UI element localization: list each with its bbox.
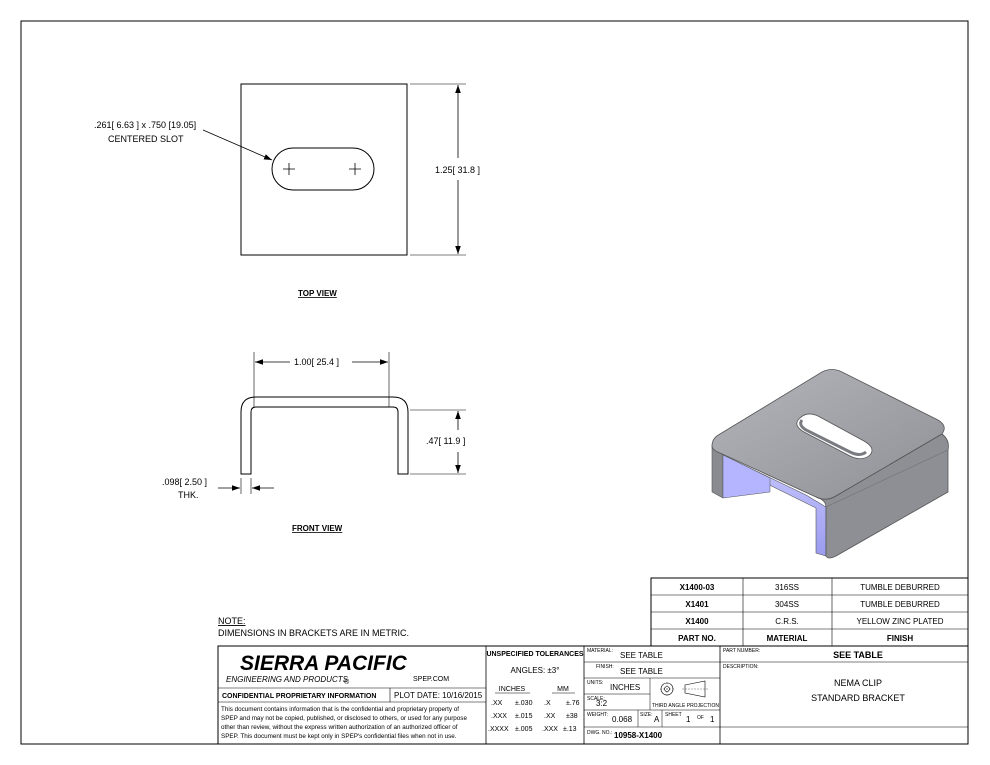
dwg-value: 10958-X1400 [614, 731, 663, 740]
note-text: DIMENSIONS IN BRACKETS ARE IN METRIC. [218, 628, 409, 638]
centered-slot [271, 147, 375, 191]
confidential-line: SPEP. This document must be kept only in… [221, 733, 457, 740]
iso-slot [796, 413, 873, 460]
tol-in-key: .XX [491, 700, 503, 707]
slot-center-mark-left [283, 163, 295, 175]
material-header: MATERIAL [767, 634, 808, 643]
part-number-label: PART NUMBER: [723, 648, 760, 654]
finish-label: FINISH: [596, 664, 614, 670]
part-table: X1400-03 316SS TUMBLE DEBURRED X1401 304… [650, 577, 969, 647]
confidential-line: This document contains information that … [221, 706, 459, 713]
description-line-1: NEMA CLIP [834, 678, 882, 688]
finish-header: FINISH [887, 634, 913, 643]
size-value: A [654, 715, 660, 724]
slot-centered-label: CENTERED SLOT [108, 134, 184, 144]
scale-value: 3:2 [596, 699, 608, 708]
registered-mark: ® [344, 678, 350, 686]
note-heading: NOTE: [218, 616, 246, 626]
material-cell: C.R.S. [775, 617, 799, 626]
material-value: SEE TABLE [620, 651, 663, 660]
slot-center-mark-right [349, 163, 361, 175]
top-view: .261[ 6.63 ] x .750 [19.05] CENTERED SLO… [94, 83, 480, 298]
material-label: MATERIAL: [587, 648, 613, 654]
tolerances-angles: ANGLES: ±3° [511, 666, 560, 675]
slot-leader [202, 129, 273, 161]
confidential-line: other than review, without the express w… [221, 724, 458, 731]
tol-mm-key: .X [544, 700, 551, 707]
isometric-view [711, 369, 949, 559]
of-label: OF [697, 715, 704, 721]
part-header: PART NO. [678, 634, 716, 643]
part-cell: X1400 [685, 617, 709, 626]
units-value: INCHES [610, 683, 640, 692]
table-header-row: PART NO. MATERIAL FINISH [678, 634, 913, 643]
sheet-label: SHEET [665, 712, 682, 718]
tol-mm-val: ±.13 [563, 726, 577, 733]
tol-in-key: .XXXX [488, 726, 509, 733]
plot-date: PLOT DATE: 10/16/2015 [394, 691, 483, 700]
title-block-border [217, 645, 969, 745]
dwg-label: DWG. NO.: [587, 730, 612, 736]
iso-left-inner [722, 454, 771, 499]
table-row: X1400-03 316SS TUMBLE DEBURRED [680, 583, 940, 592]
top-height-dim: 1.25[ 31.8 ] [435, 165, 480, 175]
tolerances-mm-header: MM [557, 686, 569, 693]
part-cell: X1400-03 [680, 583, 715, 592]
thickness-label: THK. [178, 490, 199, 500]
tol-in-val: ±.015 [515, 713, 533, 720]
title-block: SIERRA PACIFIC ENGINEERING AND PRODUCTS … [217, 645, 969, 745]
tol-in-key: .XXX [491, 713, 507, 720]
confidential-title: CONFIDENTIAL PROPRIETARY INFORMATION [222, 693, 376, 700]
iso-slot-wall [799, 419, 867, 456]
table-row: X1400 C.R.S. YELLOW ZINC PLATED [685, 617, 943, 626]
confidential-line: SPEP and may not be copied, published, o… [221, 715, 467, 722]
tol-mm-key: .XXX [542, 726, 558, 733]
company-sub: ENGINEERING AND PRODUCTS [226, 675, 349, 684]
tol-mm-key: .XX [544, 713, 556, 720]
finish-cell: YELLOW ZINC PLATED [857, 617, 944, 626]
size-label: SIZE: [640, 712, 653, 718]
tol-mm-val: ±.76 [566, 700, 580, 707]
front-view-profile [240, 396, 409, 475]
part-cell: X1401 [685, 600, 709, 609]
finish-cell: TUMBLE DEBURRED [860, 600, 940, 609]
tol-in-val: ±.030 [515, 700, 533, 707]
finish-value: SEE TABLE [620, 667, 663, 676]
top-view-outline [240, 83, 408, 256]
front-width-dim: 1.00[ 25.4 ] [294, 357, 339, 367]
slot-dim-label: .261[ 6.63 ] x .750 [19.05] [94, 120, 196, 130]
company-website: SPEP.COM [413, 676, 449, 683]
tolerances-inches-header: INCHES [499, 686, 526, 693]
table-row: X1401 304SS TUMBLE DEBURRED [685, 600, 940, 609]
description-label: DESCRIPTION: [723, 664, 759, 670]
company-name: SIERRA PACIFIC [240, 652, 408, 675]
weight-value: 0.068 [612, 715, 633, 724]
tolerances-title: UNSPECIFIED TOLERANCES [486, 651, 583, 658]
thickness-dim: .098[ 2.50 ] [162, 477, 207, 487]
projection-symbol-icon [660, 680, 708, 698]
scale-label: SCALE: [587, 696, 605, 702]
top-view-title: TOP VIEW [298, 289, 337, 298]
front-height-dim: .47[ 11.9 ] [426, 436, 465, 446]
projection-label: THIRD ANGLE PROJECTION [652, 703, 719, 709]
front-view-title: FRONT VIEW [292, 524, 343, 533]
of-value: 1 [710, 715, 715, 724]
description-line-2: STANDARD BRACKET [811, 693, 905, 703]
tol-mm-val: ±38 [566, 713, 578, 720]
iso-bend-line [825, 449, 949, 508]
material-cell: 304SS [775, 600, 799, 609]
part-number-value: SEE TABLE [833, 650, 883, 660]
tol-in-val: ±.005 [515, 726, 533, 733]
weight-label: WEIGHT: [587, 712, 608, 718]
units-label: UNITS: [587, 680, 603, 686]
front-view: 1.00[ 25.4 ] .47[ 11.9 ] .098[ 2.50 ] TH… [162, 352, 466, 533]
material-cell: 316SS [775, 583, 799, 592]
finish-cell: TUMBLE DEBURRED [860, 583, 940, 592]
sheet-value: 1 [686, 715, 691, 724]
